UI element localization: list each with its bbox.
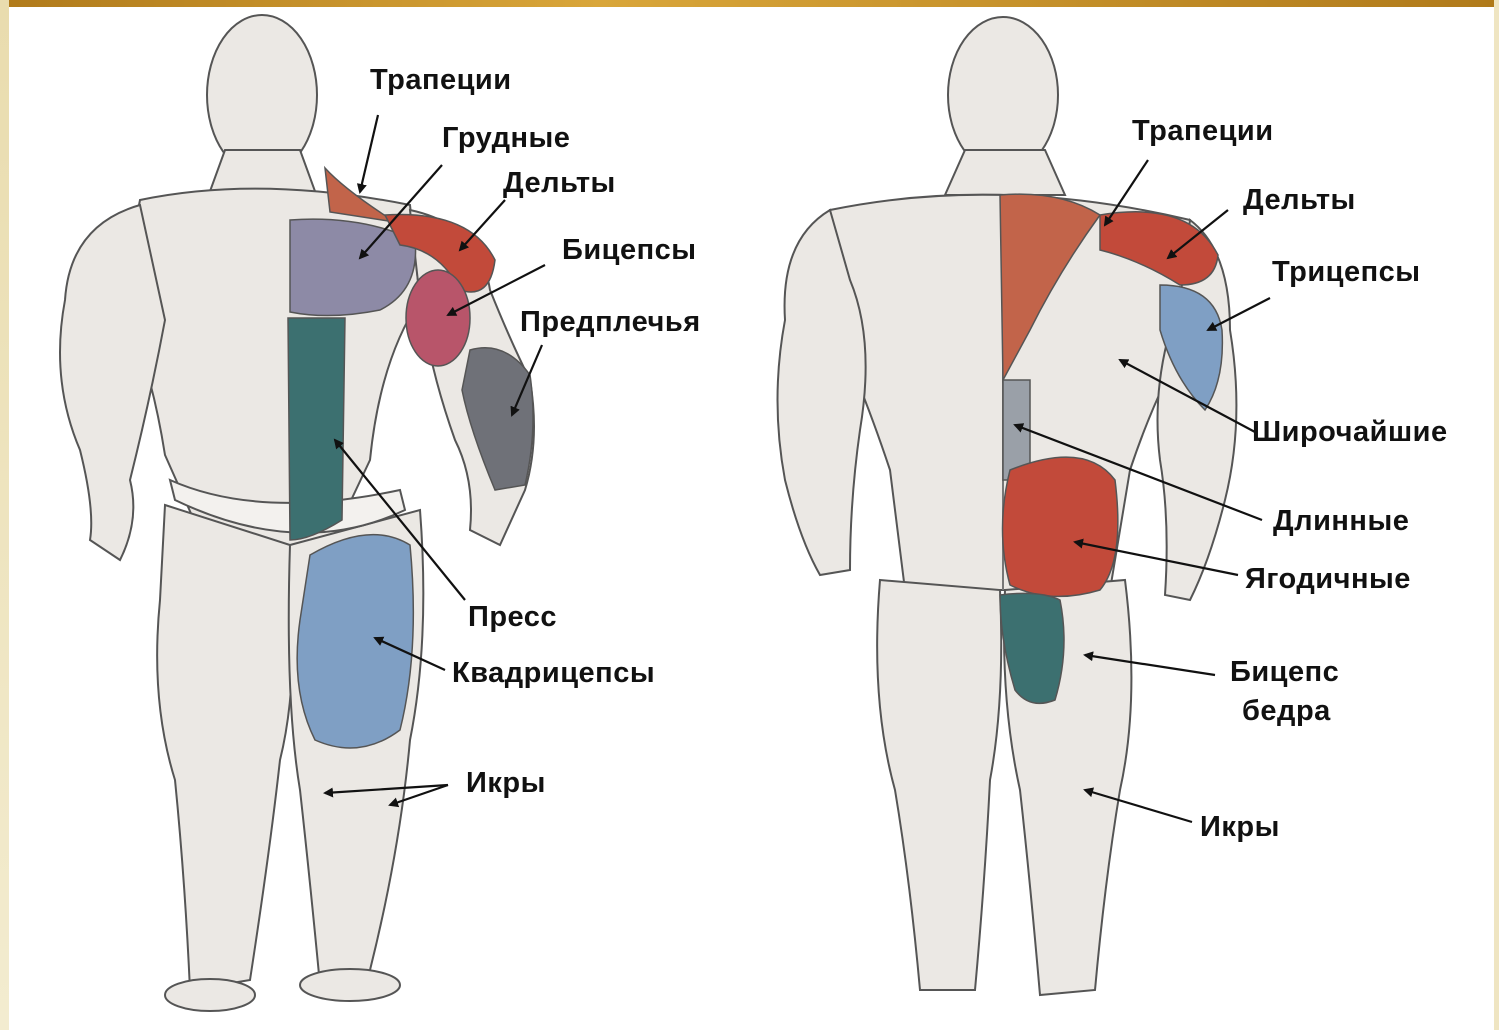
label-back-trapezius: Трапеции (1132, 115, 1274, 148)
label-back-hamstrings-line1: Бицепс (1230, 656, 1339, 689)
front-right-foot (165, 979, 255, 1011)
label-back-glutes: Ягодичные (1245, 563, 1411, 596)
front-quadriceps-muscle (297, 535, 413, 748)
label-front-quadriceps: Квадрицепсы (452, 657, 655, 690)
front-right-arm (60, 205, 165, 560)
label-back-lats: Широчайшие (1252, 416, 1448, 449)
front-biceps-muscle (406, 270, 470, 366)
front-abs-muscle (288, 318, 345, 540)
label-front-biceps: Бицепсы (562, 234, 697, 267)
label-front-calves: Икры (466, 767, 546, 800)
back-left-leg (877, 580, 1001, 990)
back-gluteus-muscle (1003, 457, 1118, 596)
back-neck (945, 150, 1065, 195)
front-left-foot (300, 969, 400, 1001)
label-front-deltoids: Дельты (503, 167, 616, 200)
label-back-erectors: Длинные (1273, 505, 1409, 538)
pointer-front-trapezius (360, 115, 378, 192)
label-back-hamstrings-line2: бедра (1242, 695, 1331, 728)
label-back-triceps: Трицепсы (1272, 256, 1421, 289)
front-right-leg (157, 505, 293, 990)
label-front-forearms: Предплечья (520, 306, 701, 339)
label-back-deltoids: Дельты (1243, 184, 1356, 217)
label-back-calves: Икры (1200, 811, 1280, 844)
label-front-trapezius: Трапеции (370, 64, 512, 97)
label-front-abs: Пресс (468, 601, 557, 634)
label-front-pectorals: Грудные (442, 122, 570, 155)
